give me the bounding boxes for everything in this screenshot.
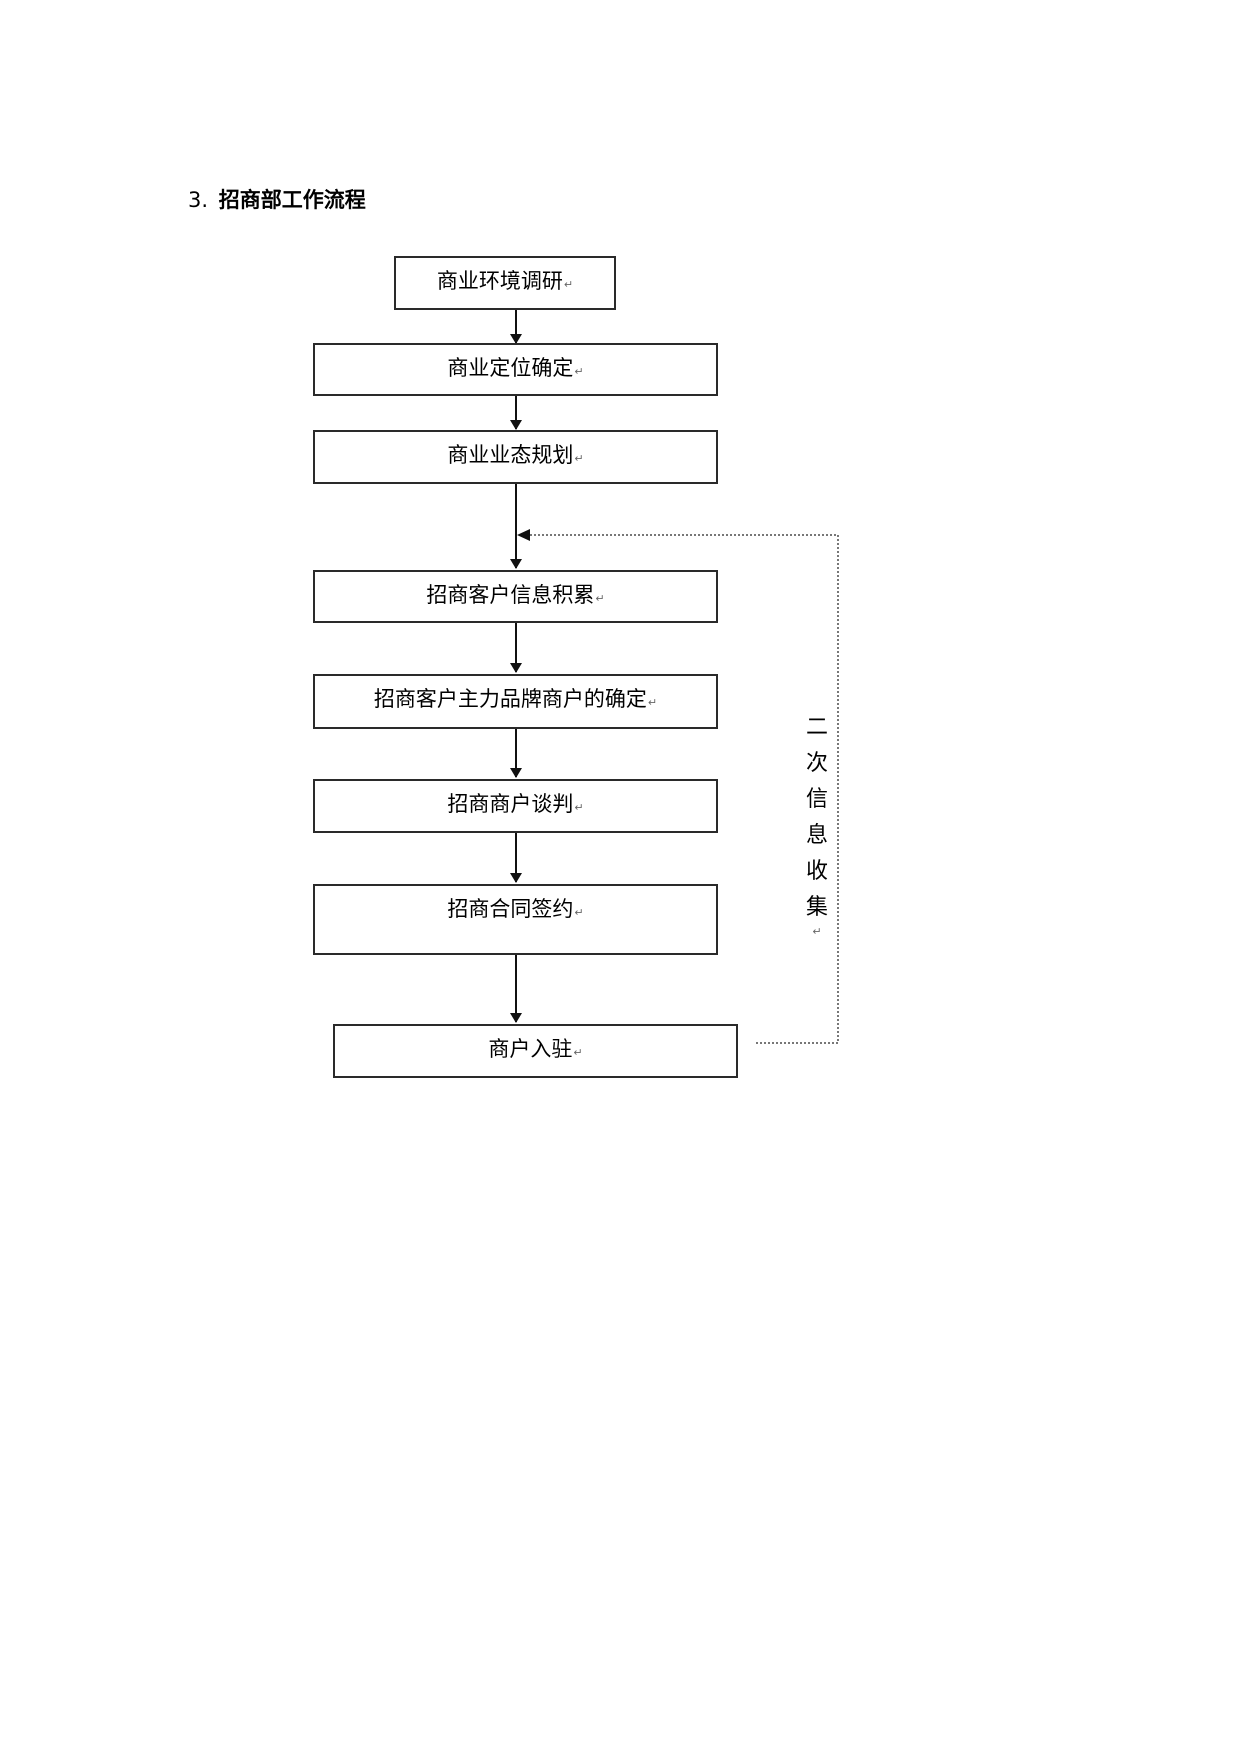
step-label-6: 招商商户谈判 [447, 792, 574, 816]
step-label-8: 商户入驻 [488, 1037, 573, 1061]
paragraph-mark-icon: ↵ [574, 452, 584, 465]
step-label-7: 招商合同签约 [447, 897, 574, 921]
section-heading: 3. 招商部工作流程 [188, 184, 366, 214]
step-box-6: 招商商户谈判↵ [313, 779, 718, 833]
step-box-7: 招商合同签约↵ [313, 884, 718, 955]
feedback-arrowhead [517, 529, 530, 541]
step-box-3: 商业业态规划↵ [313, 430, 718, 484]
paragraph-mark-icon: ↵ [574, 801, 584, 814]
step-label-4: 招商客户信息积累 [426, 583, 595, 607]
step-label-5: 招商客户主力品牌商户的确定 [373, 687, 647, 711]
paragraph-mark-icon: ↵ [647, 696, 658, 709]
paragraph-mark-icon: ↵ [574, 906, 584, 919]
step-box-8: 商户入驻↵ [333, 1024, 738, 1078]
paragraph-mark-icon: ↵ [812, 925, 822, 938]
feedback-loop [528, 534, 839, 1044]
step-label-2: 商业定位确定 [447, 356, 574, 380]
step-label-1: 商业环境调研 [436, 269, 563, 293]
feedback-label-text: 二次信息收集 [805, 715, 828, 920]
paragraph-mark-icon: ↵ [574, 365, 584, 378]
step-box-1: 商业环境调研↵ [394, 256, 616, 310]
step-box-2: 商业定位确定↵ [313, 343, 718, 396]
step-label-3: 商业业态规划 [447, 443, 574, 467]
section-title: 招商部工作流程 [218, 188, 366, 212]
paragraph-mark-icon: ↵ [573, 1046, 583, 1059]
paragraph-mark-icon: ↵ [563, 278, 574, 291]
paragraph-mark-icon: ↵ [595, 592, 605, 605]
feedback-label: 二次信息收集 ↵ [804, 710, 830, 938]
step-box-4: 招商客户信息积累↵ [313, 570, 718, 623]
step-box-5: 招商客户主力品牌商户的确定↵ [313, 674, 718, 729]
section-number: 3. [188, 188, 209, 212]
